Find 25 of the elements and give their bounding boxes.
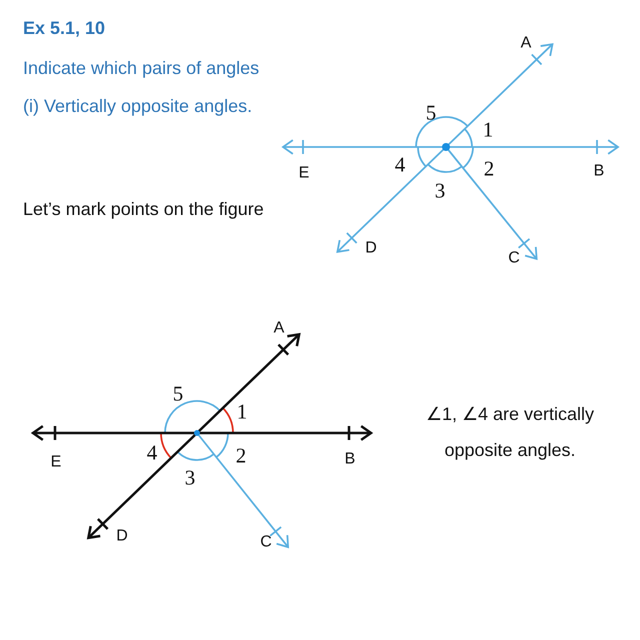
angle-number: 5 <box>426 100 436 126</box>
point-label: B <box>344 449 356 469</box>
point-label: A <box>520 33 532 53</box>
point-label: E <box>50 452 62 472</box>
exercise-title: Ex 5.1, 10 <box>23 18 106 40</box>
point-label: B <box>594 161 604 181</box>
angle-number: 1 <box>482 117 494 143</box>
angle-number: 5 <box>172 381 184 407</box>
angle-number: 2 <box>484 156 494 182</box>
point-label: C <box>508 248 520 268</box>
angle-number: 4 <box>394 152 406 178</box>
angle-number: 3 <box>434 178 446 204</box>
angle-number: 4 <box>146 440 158 466</box>
angle-number: 3 <box>184 465 196 491</box>
point-label: D <box>365 238 377 258</box>
answer-text: ∠1, ∠4 are vertically opposite angles. <box>424 403 596 462</box>
point-label: D <box>116 526 128 546</box>
question-text: (i) Vertically opposite angles. <box>23 96 252 118</box>
angle-number: 2 <box>236 443 246 469</box>
instruction-text: Indicate which pairs of angles <box>23 58 260 80</box>
angle-number: 1 <box>236 399 248 425</box>
point-label: E <box>298 163 310 183</box>
point-label: C <box>260 532 272 552</box>
point-label: A <box>274 318 284 338</box>
instruction-text: Let’s mark points on the figure <box>23 199 264 221</box>
